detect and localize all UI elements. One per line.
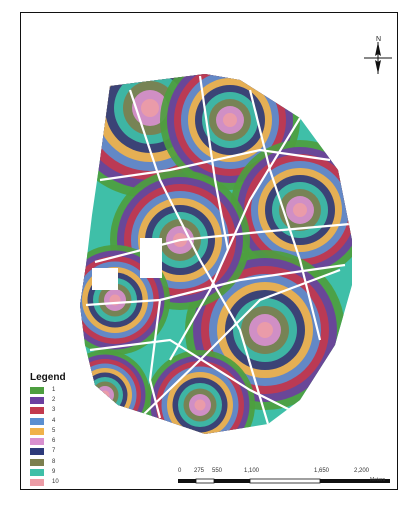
scale-unit: Meters (370, 477, 386, 483)
legend-label: 4 (52, 417, 56, 424)
legend-item: 9 (30, 467, 120, 477)
zone-ring (223, 113, 237, 127)
road (99, 148, 331, 182)
scale-label: 1,650 (314, 468, 330, 474)
legend-item: 8 (30, 457, 120, 467)
road (94, 222, 351, 264)
road-network (85, 75, 351, 425)
legend-swatch (30, 438, 44, 446)
legend-item: 2 (30, 395, 120, 405)
legend-item: 4 (30, 416, 120, 426)
legend-label: 9 (52, 469, 56, 476)
legend-item: 5 (30, 426, 120, 436)
legend-swatch (30, 479, 44, 487)
scale-bar: 0 275 550 1,100 1,650 2,200 Meters (178, 468, 392, 488)
legend-label: 6 (52, 438, 56, 445)
scale-label: 550 (212, 468, 223, 474)
scale-label: 1,100 (244, 468, 260, 474)
open-area (140, 238, 162, 278)
legend-item: 6 (30, 436, 120, 446)
legend-swatch (30, 458, 44, 466)
legend-swatch (30, 427, 44, 435)
zone-ring (293, 203, 307, 217)
legend-swatch (30, 417, 44, 425)
legend-item: 1 (30, 385, 120, 395)
road (85, 263, 346, 307)
scale-label: 2,200 (354, 468, 370, 474)
legend-label: 3 (52, 407, 56, 414)
legend-item: 10 (30, 478, 120, 488)
north-label: N (376, 36, 382, 43)
road (139, 268, 341, 419)
zone-ring (257, 322, 273, 338)
legend-title: Legend (30, 372, 66, 383)
scale-label: 275 (194, 468, 205, 474)
legend-item: 3 (30, 406, 120, 416)
legend-label: 5 (52, 427, 56, 434)
scale-bar-graphic (178, 478, 390, 484)
road (128, 89, 270, 425)
legend-swatch (30, 469, 44, 477)
road (148, 299, 162, 419)
legend-swatch (30, 407, 44, 415)
zone-ring (194, 399, 206, 411)
legend-swatch (30, 396, 44, 404)
legend-swatch (30, 448, 44, 456)
legend-label: 7 (52, 448, 56, 455)
legend-label: 2 (52, 396, 56, 403)
zone-ring (141, 99, 159, 117)
open-area (92, 268, 118, 290)
legend-item: 7 (30, 447, 120, 457)
legend-swatch (30, 386, 44, 394)
road (248, 89, 322, 341)
road (89, 338, 291, 411)
scale-label: 0 (178, 468, 182, 474)
legend-label: 10 (52, 479, 59, 486)
road (198, 75, 230, 251)
legend-label: 8 (52, 458, 56, 465)
north-arrow-icon (364, 42, 392, 74)
legend-label: 1 (52, 386, 56, 393)
legend: Legend 1 2 3 4 5 6 7 8 9 10 (30, 372, 120, 488)
road (169, 117, 301, 361)
